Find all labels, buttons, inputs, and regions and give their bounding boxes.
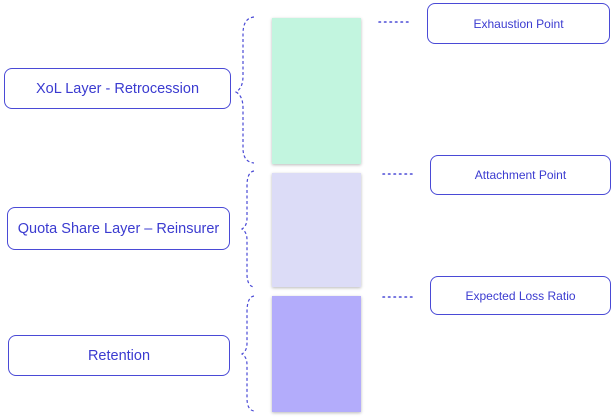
quota-share-layer-band bbox=[272, 173, 361, 287]
xol-layer-label: XoL Layer - Retrocession bbox=[4, 68, 231, 109]
xol-layer-band bbox=[272, 18, 361, 164]
retention-layer-label: Retention bbox=[8, 335, 230, 376]
expected-loss-ratio-label: Expected Loss Ratio bbox=[430, 276, 611, 315]
attachment-point-label: Attachment Point bbox=[430, 155, 611, 195]
quota-share-brace bbox=[240, 170, 255, 288]
exhaustion-point-label: Exhaustion Point bbox=[427, 3, 610, 44]
quota-share-layer-label: Quota Share Layer – Reinsurer bbox=[7, 207, 230, 250]
retention-brace bbox=[240, 295, 255, 412]
retention-layer-band bbox=[272, 296, 361, 412]
xol-brace bbox=[234, 16, 255, 164]
